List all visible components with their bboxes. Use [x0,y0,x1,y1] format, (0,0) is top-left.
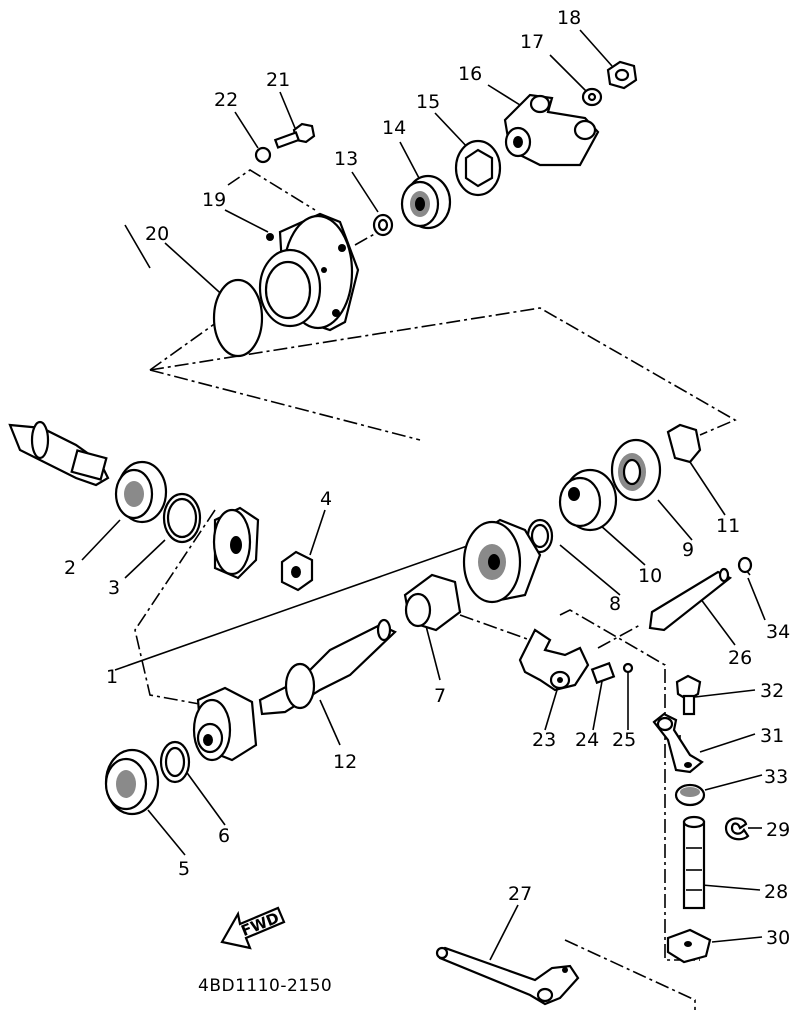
part-17-washer [581,87,603,107]
callout-17: 17 [520,31,544,53]
part-5-bearing [104,748,160,816]
callout-32: 32 [760,680,784,702]
part-10-bearing [558,468,618,532]
part-18-nut [606,60,638,90]
part-11-clip [666,423,702,464]
callout-labels: 1 2 3 4 5 6 7 8 9 10 11 12 13 14 15 16 1… [64,7,790,949]
part-31-lever [652,712,704,774]
callout-8: 8 [609,593,621,615]
part-6-shim [159,740,191,784]
callout-18: 18 [557,7,581,29]
leader-lines [81,29,766,961]
callout-26: 26 [728,647,752,669]
part-25-ball [622,662,634,674]
callout-1: 1 [106,666,118,688]
callout-24: 24 [575,729,599,751]
part-1b-gear [192,686,258,762]
callout-10: 10 [638,565,662,587]
part-30-washer [666,928,712,964]
callout-33: 33 [764,766,788,788]
callout-9: 9 [682,539,694,561]
callout-30: 30 [766,927,790,949]
callout-34: 34 [766,621,790,643]
callout-23: 23 [532,729,556,751]
part-32-bolt [675,674,702,716]
part-9-seal [610,438,662,502]
callout-27: 27 [508,883,532,905]
part-24-spring [590,661,616,685]
fwd-direction-arrow: FWD [220,906,286,950]
callout-20: 20 [145,223,169,245]
callout-7: 7 [434,685,446,707]
part-20-gasket [212,278,264,358]
callout-15: 15 [416,91,440,113]
part-27-shift-shaft [435,946,580,1006]
part-22-washer [254,146,272,164]
part-12-shaft [258,618,397,716]
part-15-seal [454,139,502,197]
part-19-housing [258,212,360,332]
part-14-bearing [400,174,452,230]
callout-12: 12 [333,751,357,773]
part-26-rod [648,567,733,632]
callout-13: 13 [334,148,358,170]
part-16-yoke [503,93,600,167]
callout-2: 2 [64,557,76,579]
callout-4: 4 [320,488,332,510]
part-34-ball [737,556,753,574]
part-3-oring [162,492,202,544]
part-23-shift-fork [518,628,590,692]
callout-28: 28 [764,881,788,903]
callout-22: 22 [214,89,238,111]
callout-29: 29 [766,819,790,841]
callout-5: 5 [178,858,190,880]
callout-16: 16 [458,63,482,85]
part-29-clip [724,817,750,841]
fwd-label: FWD [239,909,282,940]
figure-code: 4BD1110-2150 [198,976,332,996]
pinion-shaft-end [8,420,110,487]
callout-14: 14 [382,117,406,139]
part-33-collar [674,783,706,807]
part-7-clutch [403,573,462,632]
callout-25: 25 [612,729,636,751]
part-1-ring-gear [462,518,542,604]
callout-6: 6 [218,825,230,847]
callout-11: 11 [716,515,740,537]
callout-21: 21 [266,69,290,91]
part-21-bolt [273,122,316,149]
callout-3: 3 [108,577,120,599]
part-13-circlip [372,213,394,237]
part-28-shaft [682,815,706,910]
part-pinion-gear [212,506,260,580]
callout-19: 19 [202,189,226,211]
part-4-nut [280,550,314,592]
part-2-bearing [114,460,168,524]
callout-31: 31 [760,725,784,747]
